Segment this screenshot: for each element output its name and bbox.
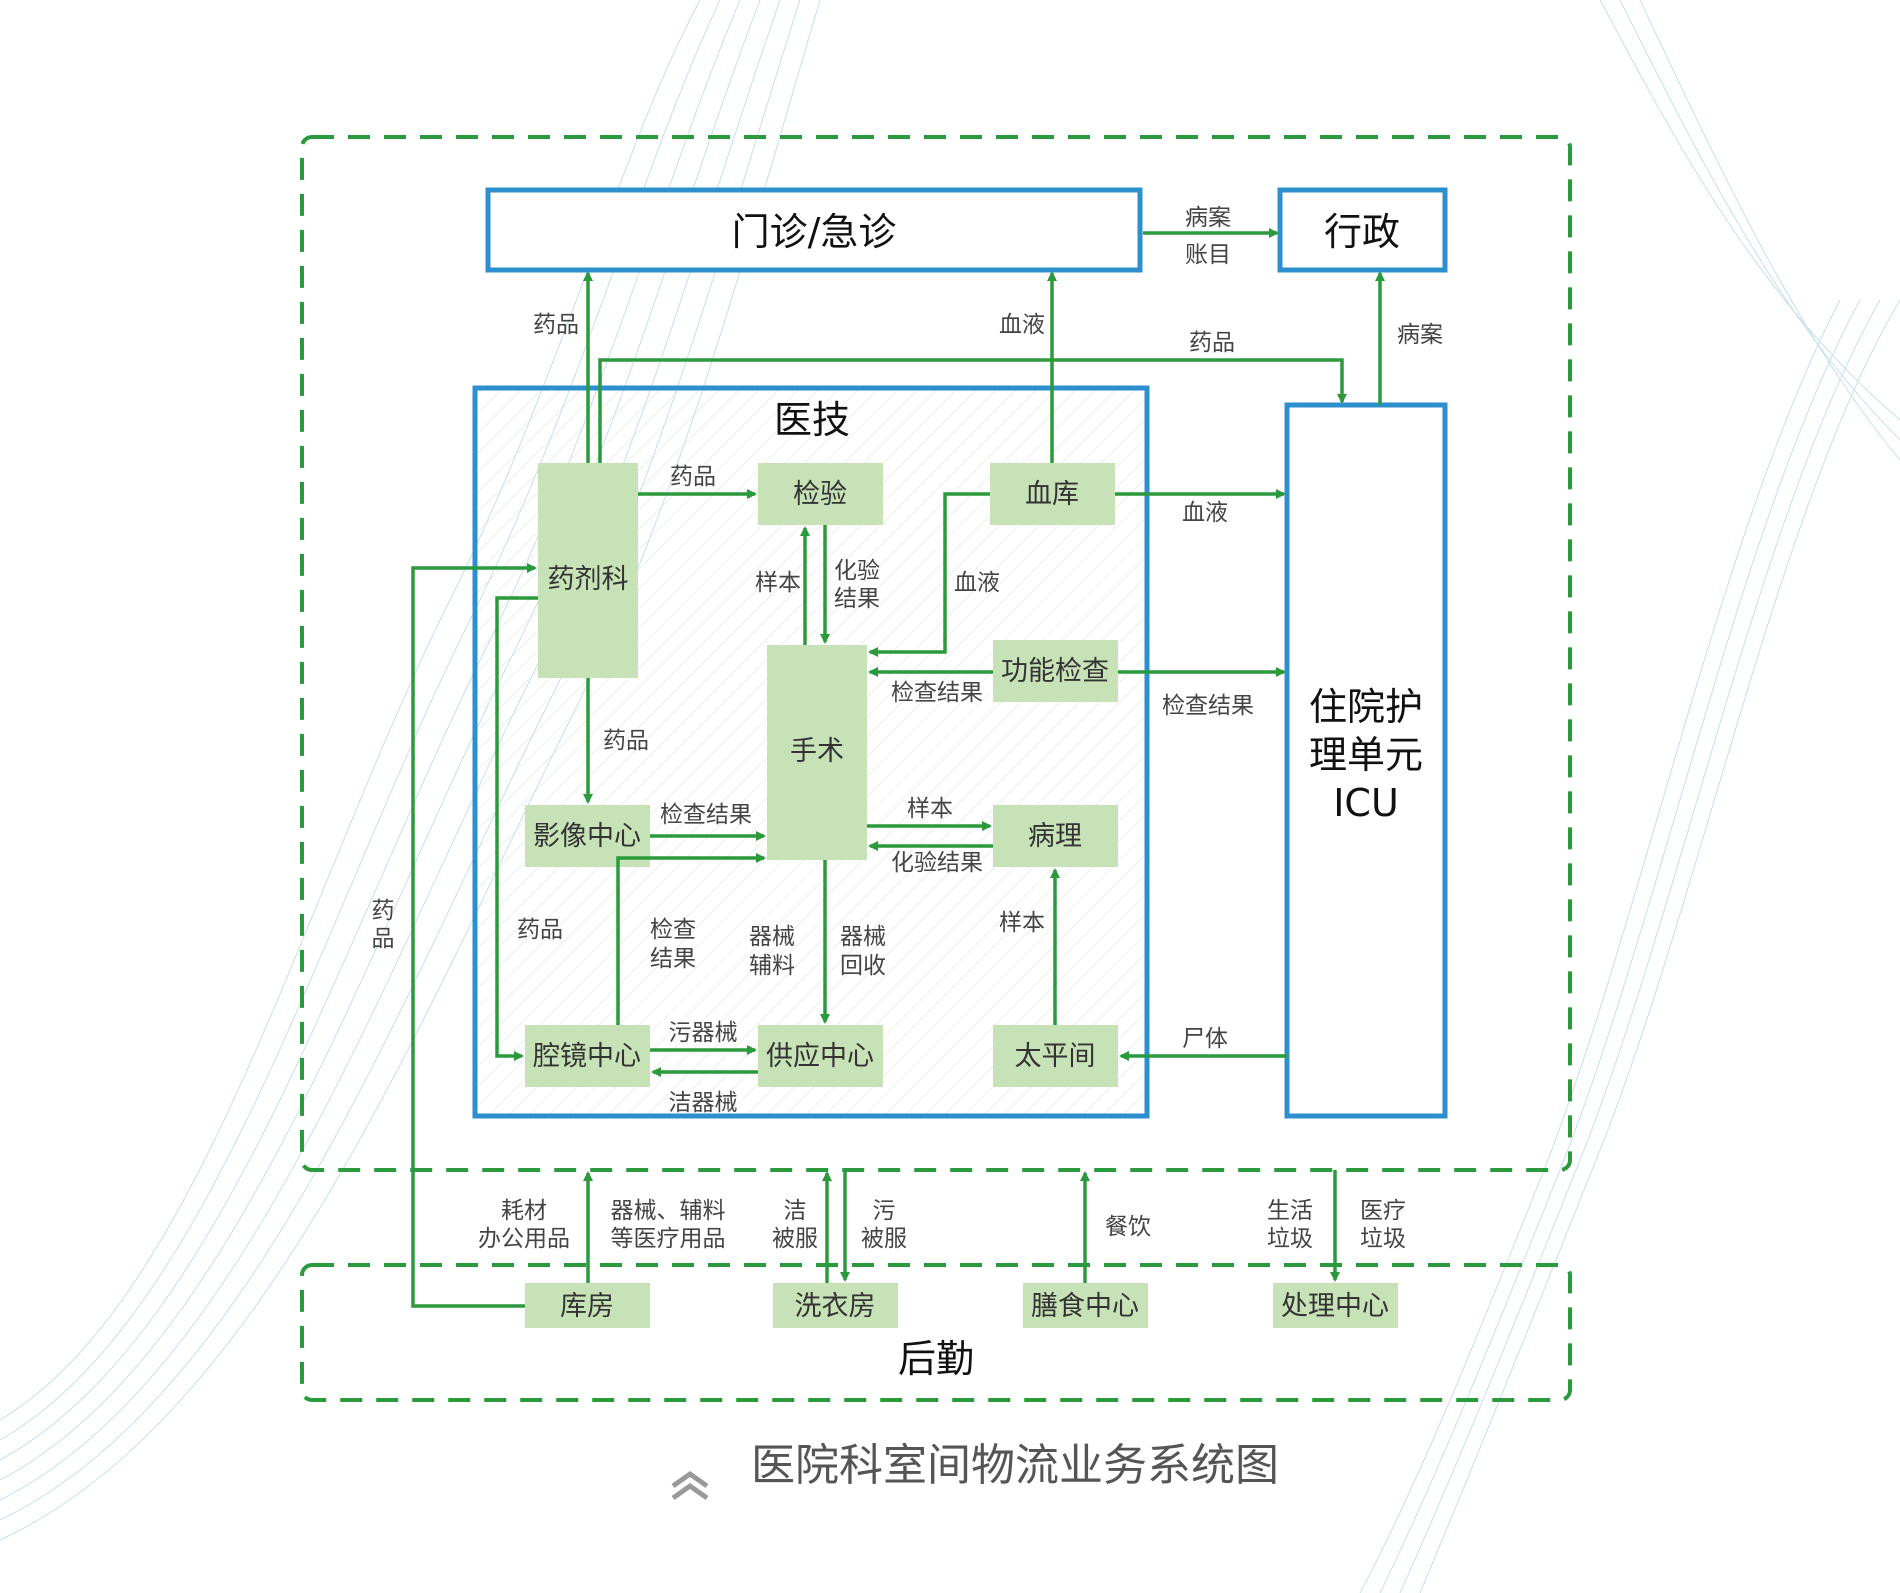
label-bingan-2: 病案 [1397, 322, 1443, 348]
qiangjing-node [525, 1025, 650, 1087]
label-wu-a: 污 [873, 1198, 896, 1224]
chuli-label: 处理中心 [1281, 1291, 1389, 1322]
label-qixie-huishou-b: 回收 [840, 953, 886, 979]
arrow-yaojike-zhuyuan [598, 358, 1347, 463]
label-xueye-shoushu: 血液 [954, 570, 1000, 596]
yaojike-label: 药剂科 [548, 564, 629, 595]
label-qixie-fuliao-b: 辅料 [749, 953, 795, 979]
label-haocai-a: 耗材 [501, 1198, 547, 1224]
arrow-kufang-yaojike [411, 563, 537, 1308]
label-canyin: 餐饮 [1105, 1214, 1151, 1240]
label-jiancha-gongneng: 检查结果 [891, 680, 983, 706]
label-yaopin-menzhen: 药品 [533, 312, 579, 338]
taipingjian-label: 太平间 [1015, 1041, 1096, 1072]
label-wu-b: 被服 [861, 1226, 907, 1252]
qiangjing-label: 腔镜中心 [533, 1041, 641, 1072]
gongying-label: 供应中心 [766, 1041, 874, 1072]
shanshi-label: 膳食中心 [1031, 1291, 1139, 1322]
label-yangben-2: 样本 [907, 796, 953, 822]
edge-labels: 病案 账目 药品 血液 药品 病案 药品 血液 样本 化验 结果 血液 检查结果… [372, 205, 1444, 1252]
zhuyuan-box [1284, 402, 1448, 1119]
label-yiliao-a: 医疗 [1360, 1198, 1406, 1224]
gongneng-label: 功能检查 [1001, 656, 1109, 687]
taipingjian-node [993, 1025, 1118, 1087]
bingli-label: 病理 [1028, 821, 1082, 852]
label-yiliao-b: 垃圾 [1360, 1226, 1406, 1252]
label-yaopin-qiangjing: 药品 [517, 917, 563, 943]
label-jiancha-zhuyuan: 检查结果 [1162, 693, 1254, 719]
zhuyuan-label-1: 住院护 [1309, 685, 1423, 729]
label-zhangmu: 账目 [1185, 242, 1231, 268]
label-yaopin-zhuyuan: 药品 [1189, 330, 1235, 356]
label-jiancha-yingxiang: 检查结果 [660, 802, 752, 828]
label-jie-a: 洁 [784, 1198, 807, 1224]
jianyan-node [758, 463, 883, 525]
shoushu-label: 手术 [790, 736, 844, 767]
yiji-label: 医技 [774, 398, 850, 442]
zhuyuan-label-3: ICU [1333, 781, 1399, 825]
houqin-region [300, 1263, 1572, 1402]
label-shiti: 尸体 [1182, 1026, 1228, 1052]
bingli-node [993, 805, 1118, 867]
arrow-qiangjing-shoushu [616, 853, 766, 1025]
label-qixie-fuliao-a: 器械 [749, 924, 795, 950]
label-qixie-fl-b: 等医疗用品 [611, 1226, 726, 1252]
xueku-label: 血库 [1025, 479, 1079, 510]
gongying-node [758, 1025, 883, 1087]
label-qixie-fl-a: 器械、辅料 [611, 1198, 726, 1224]
xingzheng-box [1277, 187, 1448, 273]
menzhen-label: 门诊/急诊 [732, 210, 897, 254]
label-yangben-1: 样本 [755, 570, 801, 596]
houqin-label: 后勤 [898, 1337, 974, 1381]
jianyan-label: 检验 [793, 479, 847, 510]
label-haocai-b: 办公用品 [478, 1226, 570, 1252]
label-xueye-zhuyuan: 血液 [1182, 500, 1228, 526]
gongneng-node [993, 640, 1118, 702]
label-yaopin-jianyan: 药品 [670, 464, 716, 490]
caption: 医院科室间物流业务系统图 [751, 1440, 1279, 1491]
shoushu-node [767, 645, 867, 860]
label-yaopin-side-a: 药 [372, 898, 395, 924]
yaojike-node [538, 463, 638, 678]
label-qixie-huishou-a: 器械 [840, 924, 886, 950]
shanshi-node [1023, 1283, 1148, 1328]
label-shenghuo-b: 垃圾 [1267, 1226, 1313, 1252]
label-jie-b: 被服 [772, 1226, 818, 1252]
label-yaopin-yingxiang: 药品 [603, 728, 649, 754]
label-yangben-3: 样本 [999, 910, 1045, 936]
label-shenghuo-a: 生活 [1267, 1198, 1313, 1224]
yingxiang-label: 影像中心 [533, 821, 641, 852]
xiyifang-node [773, 1283, 898, 1328]
label-yaopin-side-b: 品 [372, 926, 395, 952]
label-bingan-1: 病案 [1185, 205, 1231, 231]
xueku-node [990, 463, 1115, 525]
kufang-label: 库房 [560, 1291, 614, 1322]
kufang-node [525, 1283, 650, 1328]
xingzheng-label: 行政 [1324, 210, 1400, 254]
xiyifang-label: 洗衣房 [795, 1291, 876, 1322]
label-jieqixie: 洁器械 [669, 1090, 738, 1116]
zhuyuan-label-2: 理单元 [1309, 733, 1423, 777]
menzhen-box [485, 187, 1143, 273]
caption-chevron-icon [671, 1470, 709, 1501]
label-jiancha-q-b: 结果 [650, 946, 696, 972]
label-jiancha-q-a: 检查 [650, 917, 696, 943]
hospital-region [300, 135, 1572, 1172]
label-huayan-2: 化验结果 [891, 850, 983, 876]
label-huayan-1a: 化验 [834, 558, 880, 584]
label-huayan-1b: 结果 [834, 586, 880, 612]
arrow-yaojike-qiangjing [495, 596, 538, 1061]
arrow-xueku-shoushu [868, 492, 990, 657]
label-wuqixie: 污器械 [669, 1020, 738, 1046]
chuli-node [1273, 1283, 1398, 1328]
arrows [411, 228, 1385, 1308]
label-xueye-menzhen: 血液 [999, 312, 1045, 338]
